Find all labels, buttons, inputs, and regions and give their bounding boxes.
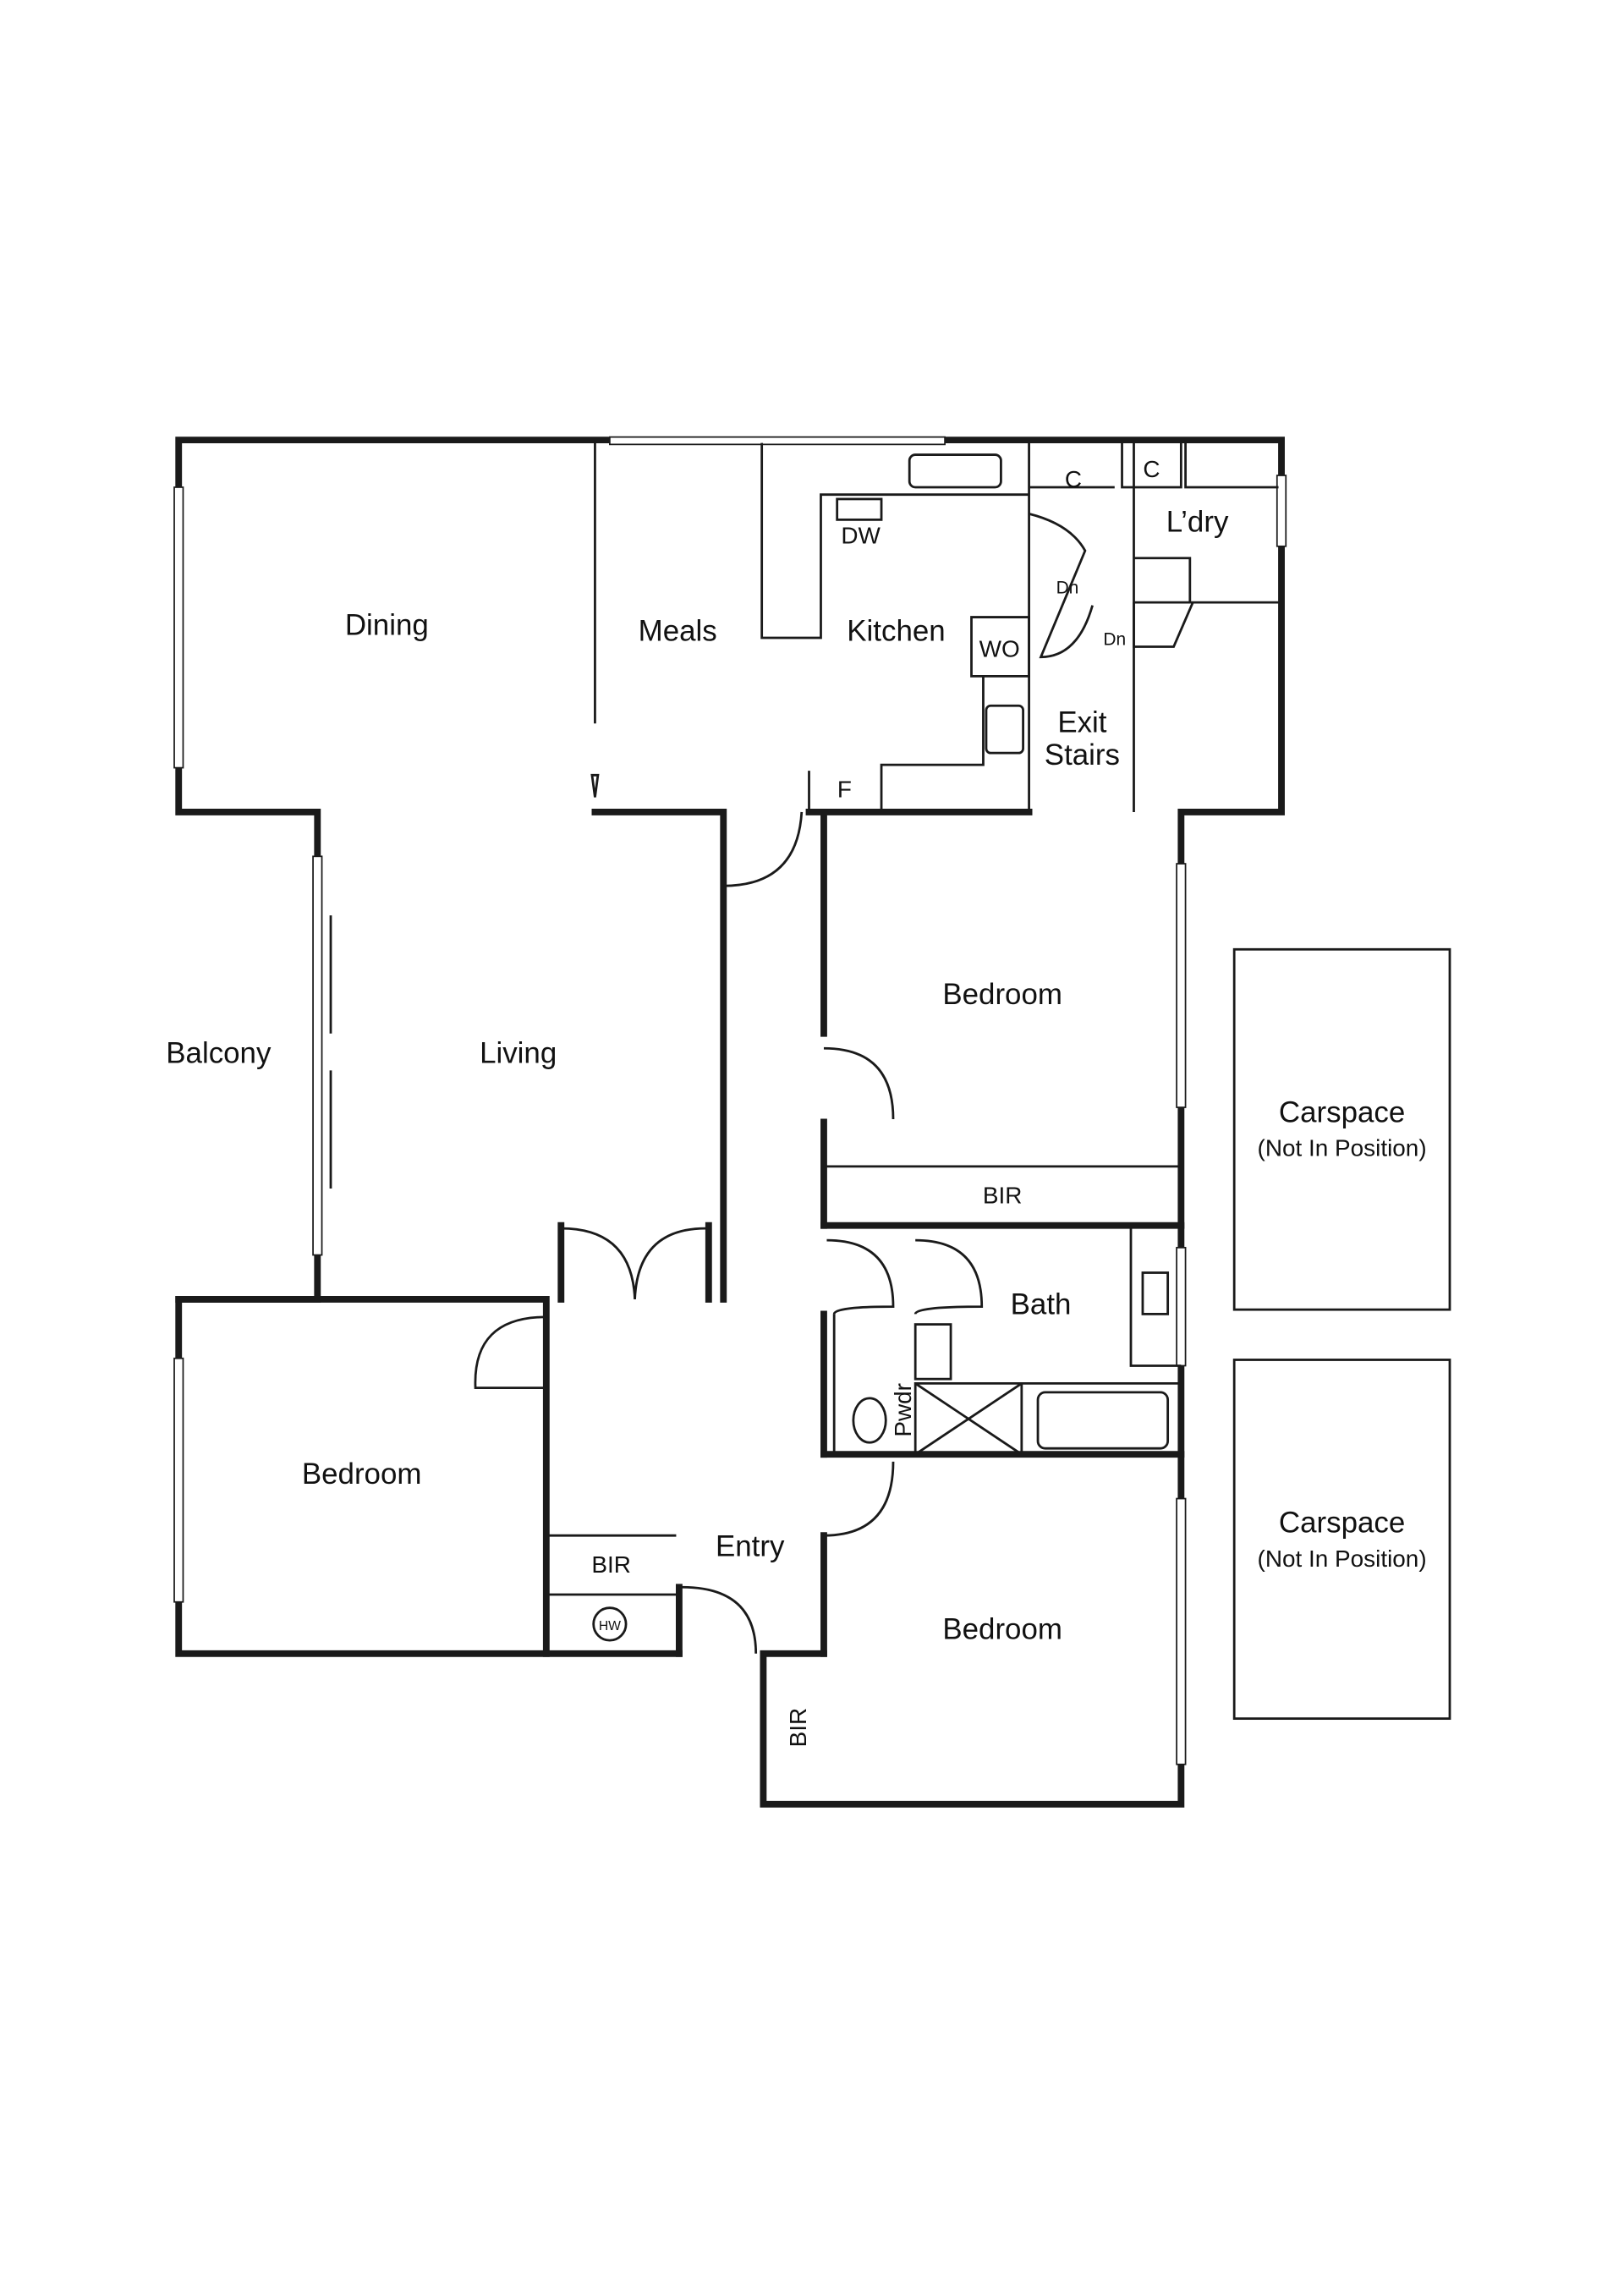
fridge-label: F (837, 776, 852, 802)
carspace-label: Carspace (1279, 1507, 1405, 1540)
room-label-balcony: Balcony (166, 1037, 272, 1070)
room-label-stairs: Stairs (1045, 738, 1120, 771)
room-label-kitchen: Kitchen (847, 614, 945, 647)
room-label-cupboard: C (1065, 466, 1082, 492)
carspace-note: (Not In Position) (1258, 1135, 1427, 1161)
room-label-entry: Entry (716, 1530, 785, 1563)
room-label-bir: BIR (983, 1182, 1023, 1208)
stairs-down-label: Dn (1056, 579, 1079, 598)
room-label-exit: Exit (1057, 706, 1106, 739)
room-label-cupboard: C (1143, 456, 1160, 482)
hot-water-label: HW (599, 1619, 621, 1633)
room-label-bir: BIR (591, 1551, 631, 1578)
room-label-bath: Bath (1011, 1288, 1072, 1320)
room-label-bedroom: Bedroom (942, 1612, 1062, 1645)
carspace-note: (Not In Position) (1258, 1546, 1427, 1572)
room-label-bedroom: Bedroom (942, 978, 1062, 1011)
wall-oven-label: WO (979, 636, 1020, 662)
stairs-down-label: Dn (1103, 630, 1126, 650)
interior-lines (329, 442, 1451, 1721)
carspace-label: Carspace (1279, 1095, 1405, 1128)
room-label-living: Living (480, 1037, 557, 1070)
room-label-powder: Pwdr (890, 1383, 916, 1437)
windows (173, 436, 1287, 1765)
dishwasher-label: DW (841, 522, 881, 548)
room-label-bir: BIR (785, 1708, 811, 1748)
room-label-meals: Meals (639, 614, 717, 647)
room-label-dining: Dining (345, 609, 429, 642)
room-label-bedroom: Bedroom (302, 1458, 422, 1491)
room-label-laundry: L’dry (1166, 505, 1229, 538)
